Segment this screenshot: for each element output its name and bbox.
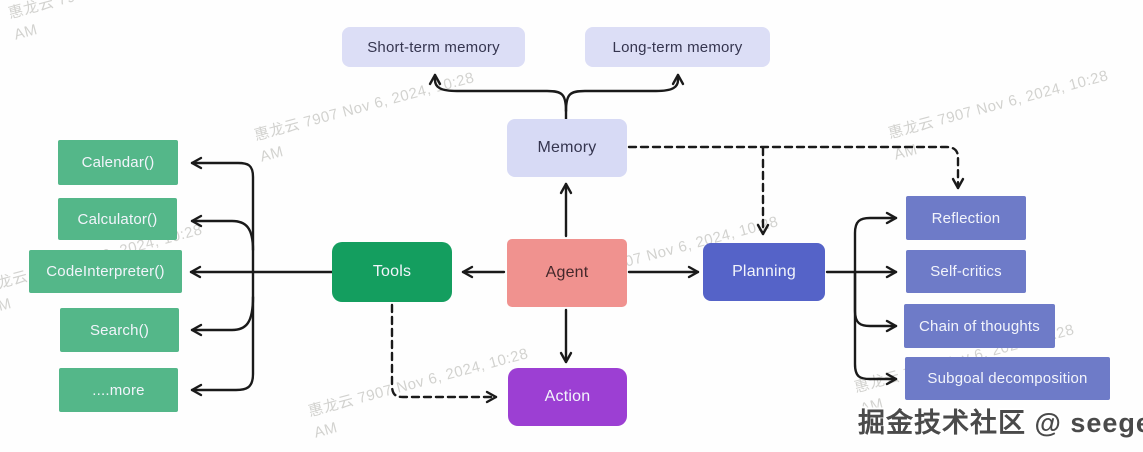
- node-long-term-memory: Long-term memory: [585, 27, 770, 67]
- node-agent: Agent: [507, 239, 627, 307]
- arrow-tools-to-calculator: [190, 214, 255, 252]
- dashed-arrow-memory-to-reflection: [627, 145, 965, 190]
- tool-item-calendar: Calendar(): [58, 140, 178, 185]
- arrow-memory-to-short-term: [428, 73, 568, 113]
- planning-item-subgoal-decomposition: Subgoal decomposition: [905, 357, 1110, 400]
- arrow-tools-to-calendar: [190, 156, 255, 274]
- arrow-planning-to-reflection: [853, 211, 898, 274]
- arrow-tools-to-search: [190, 295, 255, 337]
- arrow-planning-to-chain-of-thoughts: [853, 270, 898, 333]
- tool-item-calculator: Calculator(): [58, 198, 177, 240]
- dashed-arrow-tools-to-action: [390, 303, 498, 404]
- planning-item-reflection: Reflection: [906, 196, 1026, 240]
- node-action: Action: [508, 368, 627, 426]
- tool-item-codeinterpreter: CodeInterpreter(): [29, 250, 182, 293]
- tool-item-search: Search(): [60, 308, 179, 352]
- planning-item-self-critics: Self-critics: [906, 250, 1026, 293]
- arrow-planning-to-subgoal: [853, 270, 898, 386]
- arrow-memory-to-long-term: [564, 73, 685, 113]
- node-planning: Planning: [703, 243, 825, 301]
- node-tools: Tools: [332, 242, 452, 302]
- arrow-tools-to-more: [190, 270, 255, 397]
- node-short-term-memory: Short-term memory: [342, 27, 525, 67]
- credit-watermark: 掘金技术社区 @ seeger: [858, 408, 1143, 438]
- node-memory: Memory: [507, 119, 627, 177]
- planning-item-chain-of-thoughts: Chain of thoughts: [904, 304, 1055, 348]
- tool-item-more: ....more: [59, 368, 178, 412]
